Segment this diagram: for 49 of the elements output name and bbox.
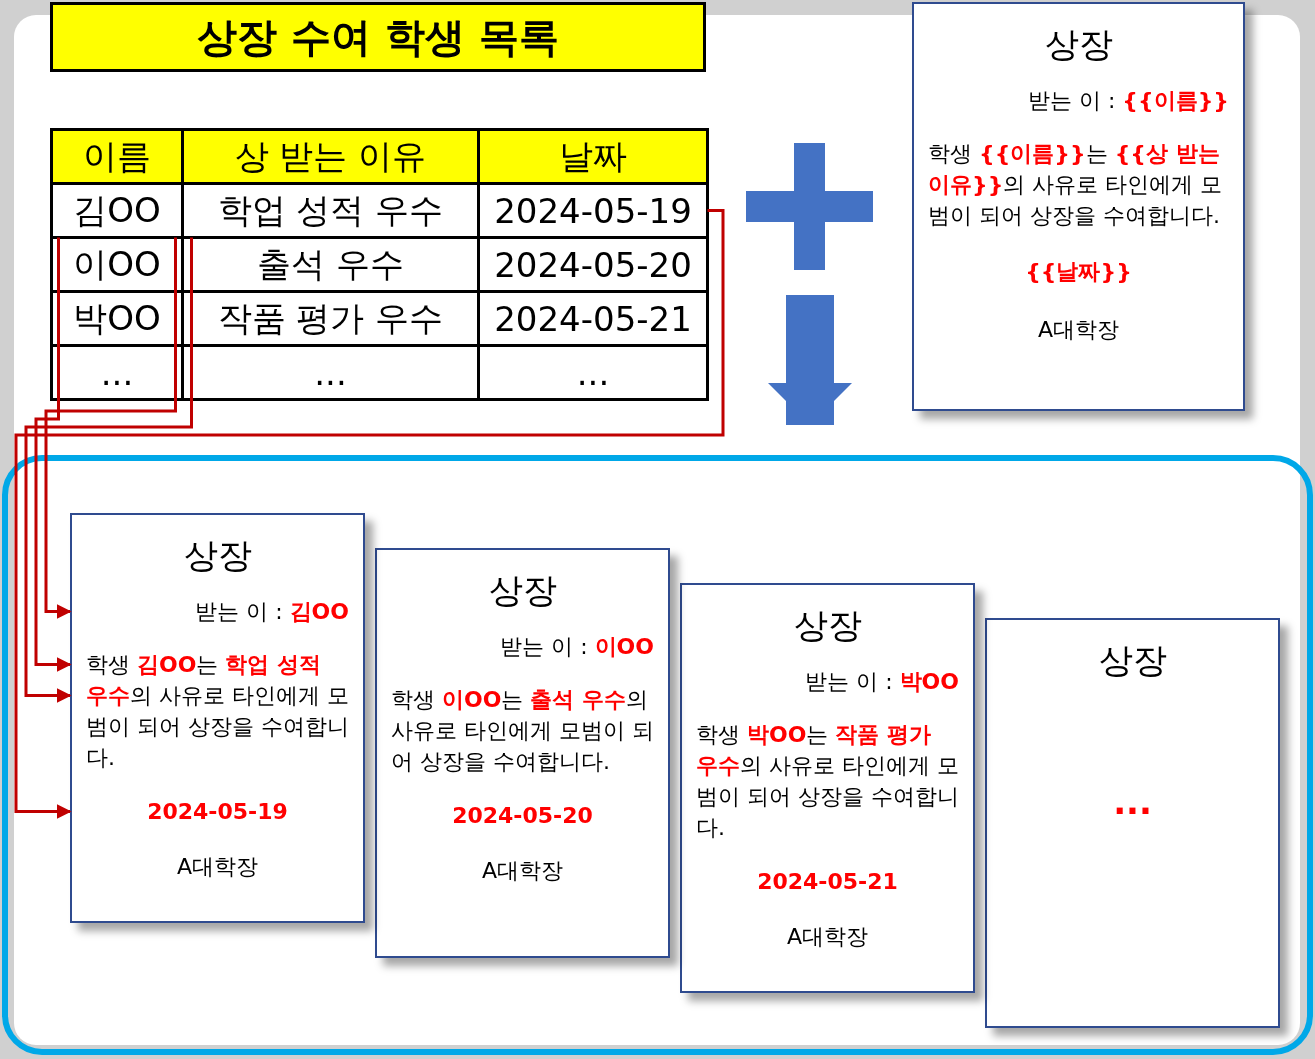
table-cell: 학업 성적 우수 — [182, 183, 479, 238]
award-date: 2024-05-20 — [452, 803, 593, 828]
table-cell: 2024-05-19 — [478, 183, 708, 238]
certificate-heading: 상장 — [183, 534, 252, 577]
certificate-heading: 상장 — [1098, 639, 1167, 682]
arrow — [34, 237, 72, 672]
citation-text: 학생 박OO는 작품 평가 우수의 사유로 타인에게 모범이 되어 상장을 수여합니다. — [696, 721, 959, 842]
table-cell: 김OO — [51, 183, 183, 238]
table-cell: ... — [51, 345, 183, 400]
output-panel — [2, 455, 1313, 1055]
award-date: {{날짜}} — [1025, 258, 1132, 286]
issuer-name: A대학장 — [1037, 316, 1120, 344]
header-cell: 상 받는 이유 — [182, 129, 479, 184]
award-date: 2024-05-21 — [757, 869, 898, 894]
certificate-card — [375, 548, 670, 958]
table-cell: 박OO — [51, 291, 183, 346]
table-cell: 출석 우수 — [182, 237, 479, 292]
recipient-line: 받는 이 : 박OO — [805, 668, 959, 696]
certificate-card — [70, 513, 365, 923]
arrow — [768, 295, 852, 425]
header-cell: 날짜 — [478, 129, 708, 184]
table-cell: ... — [478, 345, 708, 400]
certificate-heading: 상장 — [1044, 23, 1113, 66]
award-date: 2024-05-19 — [147, 799, 288, 824]
table-cell: 2024-05-21 — [478, 291, 708, 346]
certificate-heading: 상장 — [488, 569, 557, 612]
certificate-card — [680, 583, 975, 993]
table-cell: 작품 평가 우수 — [182, 291, 479, 346]
ellipsis-mark: ... — [1113, 782, 1152, 822]
citation-text: 학생 김OO는 학업 성적 우수의 사유로 타인에게 모범이 되어 상장을 수여합니다. — [86, 651, 349, 772]
certificate-card — [985, 618, 1280, 1028]
table-cell: 2024-05-20 — [478, 237, 708, 292]
header-cell: 이름 — [51, 129, 183, 184]
issuer-name: A대학장 — [481, 857, 564, 885]
issuer-name: A대학장 — [786, 923, 869, 951]
arrow — [44, 237, 177, 619]
issuer-name: A대학장 — [176, 853, 259, 881]
recipient-line: 받는 이 : {{이름}} — [1027, 87, 1229, 115]
certificate-heading: 상장 — [793, 604, 862, 647]
certificate-card — [912, 2, 1245, 411]
table-cell: 이OO — [51, 237, 183, 292]
citation-text: 학생 이OO는 출석 우수의 사유로 타인에게 모범이 되어 상장을 수여합니다. — [391, 686, 654, 776]
recipient-line: 받는 이 : 이OO — [500, 633, 654, 661]
recipient-line: 받는 이 : 김OO — [195, 598, 349, 626]
arrow — [24, 237, 193, 703]
title-banner: 상장 수여 학생 목록 — [50, 2, 706, 72]
citation-text: 학생 {{이름}}는 {{상 받는 이유}}의 사유로 타인에게 모범이 되어 상장을 수여합니다. — [928, 140, 1224, 230]
arrow — [14, 209, 725, 819]
table-cell: ... — [182, 345, 479, 400]
